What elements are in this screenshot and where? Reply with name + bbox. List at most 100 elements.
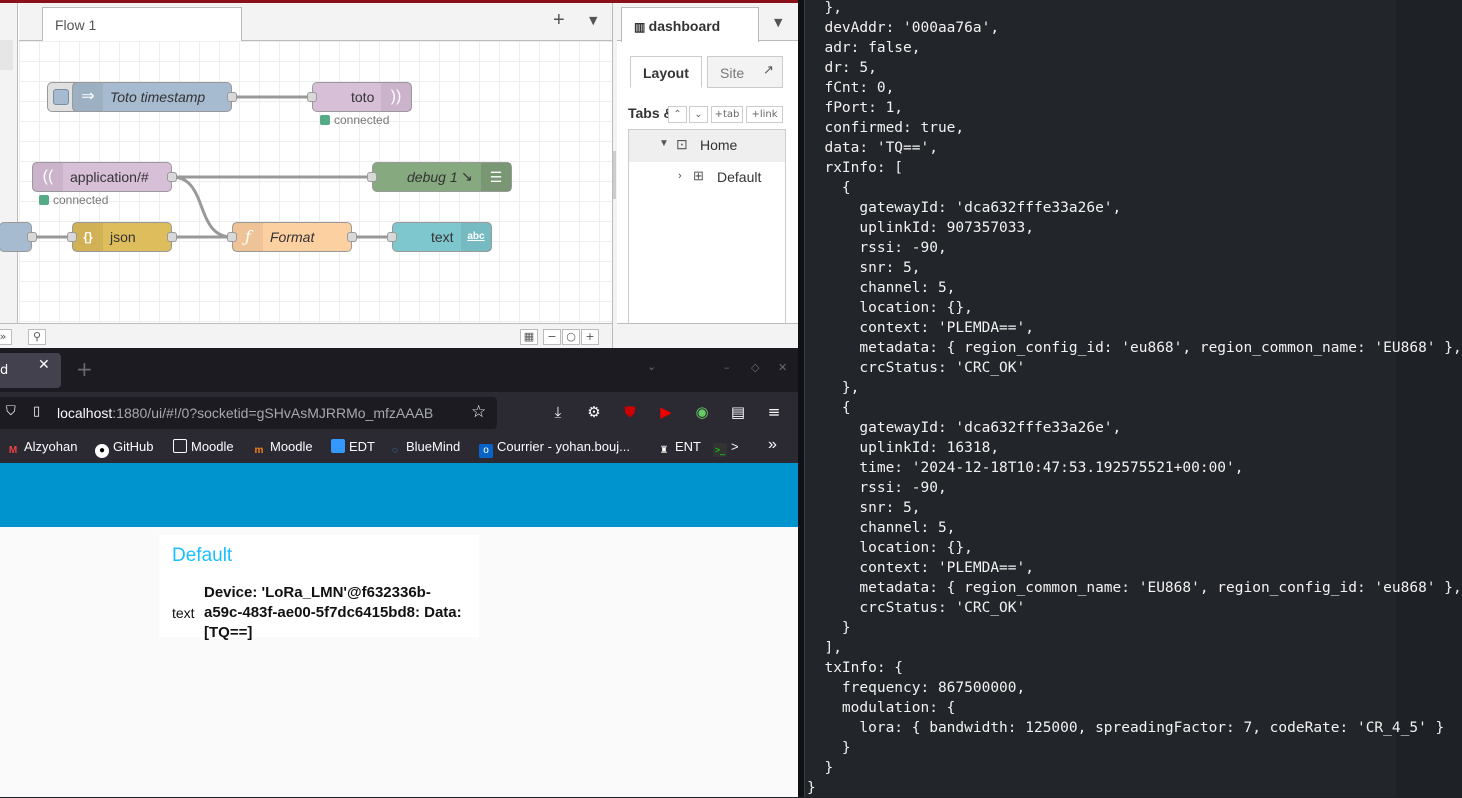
collapse-all-button[interactable]: ⌃ bbox=[668, 106, 687, 123]
node-toto-timestamp[interactable]: ⇒ Toto timestamp bbox=[72, 82, 232, 112]
input-port[interactable] bbox=[227, 232, 237, 242]
widget-value: Device: 'LoRa_LMN'@f632336b-a59c-483f-ae… bbox=[204, 584, 462, 641]
addon-icon[interactable]: ◉ bbox=[695, 403, 709, 421]
tab-dashboard[interactable]: ▥ dashboard bbox=[621, 7, 759, 42]
url-host: localhost bbox=[57, 405, 113, 421]
window-close-icon[interactable]: ✕ bbox=[778, 361, 788, 374]
ent-icon: ♜ bbox=[659, 445, 669, 456]
url-text: localhost:1880/ui/#!/0?socketid=gSHvAsMJ… bbox=[57, 405, 433, 421]
node-offscreen[interactable] bbox=[0, 222, 32, 252]
video-icon[interactable]: ▶ bbox=[660, 403, 672, 421]
ublock-icon[interactable]: ⛊ bbox=[624, 403, 636, 421]
tab-layout[interactable]: Layout bbox=[630, 56, 702, 88]
map-icon[interactable]: ▦ bbox=[520, 329, 538, 345]
bookmark-terminal[interactable]: >_> bbox=[713, 439, 739, 457]
zoom-out-icon[interactable]: − bbox=[543, 329, 561, 345]
input-port[interactable] bbox=[367, 172, 377, 182]
add-link-button[interactable]: +link bbox=[746, 106, 783, 123]
close-icon[interactable]: ✕ bbox=[38, 357, 50, 373]
terminal-line: gatewayId: 'dca632fffe33a26e', bbox=[807, 200, 1122, 216]
bookmark-github[interactable]: ●GitHub bbox=[95, 439, 153, 458]
zoom-in-icon[interactable]: + bbox=[581, 329, 599, 345]
terminal-line: rxInfo: [ bbox=[807, 160, 904, 176]
output-port[interactable] bbox=[347, 232, 357, 242]
output-port[interactable] bbox=[167, 172, 177, 182]
url-bar[interactable]: ⛉ ▯ localhost:1880/ui/#!/0?socketid=gSHv… bbox=[0, 397, 497, 429]
terminal-line: snr: 5, bbox=[807, 500, 921, 516]
terminal[interactable]: }, devAddr: '000aa76a', adr: false, dr: … bbox=[804, 0, 1462, 797]
reader-icon[interactable]: ▤ bbox=[730, 403, 746, 421]
shield-icon[interactable]: ⛉ bbox=[6, 404, 16, 419]
terminal-icon: >_ bbox=[713, 443, 727, 457]
bookmark-moodle-folder[interactable]: Moodle bbox=[173, 439, 234, 454]
terminal-line: gatewayId: 'dca632fffe33a26e', bbox=[807, 420, 1122, 436]
node-debug-1[interactable]: debug 1 ↘ ☰ bbox=[372, 162, 512, 192]
terminal-line: }, bbox=[807, 380, 860, 396]
more-bookmarks-icon[interactable]: » bbox=[768, 436, 777, 453]
node-toto[interactable]: toto )) bbox=[312, 82, 412, 112]
output-port[interactable] bbox=[227, 92, 237, 102]
chevron-down-icon[interactable]: ▼ bbox=[589, 14, 598, 27]
maximize-icon[interactable]: ◇ bbox=[751, 361, 760, 374]
search-icon[interactable]: ⚲ bbox=[28, 329, 46, 345]
output-port[interactable] bbox=[27, 232, 37, 242]
resize-grip[interactable] bbox=[613, 151, 616, 199]
node-status: connected bbox=[39, 193, 108, 207]
tree-label: Home bbox=[700, 137, 738, 153]
bookmark-ent[interactable]: ♜ENT bbox=[657, 439, 701, 458]
bookmark-bluemind[interactable]: ◌BlueMind bbox=[388, 439, 460, 458]
output-port[interactable] bbox=[167, 232, 177, 242]
terminal-line: } bbox=[807, 760, 834, 776]
flow-canvas[interactable]: ⇒ Toto timestamp toto )) connected (( ap… bbox=[0, 41, 612, 323]
expand-all-button[interactable]: ⌄ bbox=[689, 106, 708, 123]
input-port[interactable] bbox=[307, 92, 317, 102]
tab-flow-1[interactable]: Flow 1 bbox=[42, 7, 242, 42]
node-format[interactable]: ƒ Format bbox=[232, 222, 352, 252]
terminal-line: context: 'PLEMDA==', bbox=[807, 320, 1034, 336]
bluemind-icon: ◌ bbox=[392, 445, 398, 456]
minimize-icon[interactable]: – bbox=[724, 361, 730, 374]
plus-icon[interactable]: + bbox=[553, 9, 565, 31]
chevron-icon[interactable]: » bbox=[0, 329, 12, 345]
tab-site[interactable]: Site↗ bbox=[707, 56, 783, 88]
terminal-line: } bbox=[807, 740, 851, 756]
chevron-down-icon[interactable]: ▼ bbox=[774, 16, 783, 29]
node-text[interactable]: text abc bbox=[392, 222, 492, 252]
terminal-line: crcStatus: 'CRC_OK' bbox=[807, 600, 1026, 616]
status-text: connected bbox=[53, 193, 109, 207]
list-icon[interactable]: ☰ bbox=[481, 163, 511, 191]
node-application[interactable]: (( application/# bbox=[32, 162, 172, 192]
browser-tab-active[interactable]: d ✕ bbox=[0, 353, 61, 388]
input-port[interactable] bbox=[67, 232, 77, 242]
tree-item-default[interactable]: › ⊞ Default bbox=[629, 162, 785, 194]
palette-collapsed[interactable] bbox=[0, 3, 18, 348]
page-info-icon[interactable]: ▯ bbox=[33, 404, 41, 419]
wire[interactable] bbox=[171, 175, 233, 239]
sidebar-separator[interactable] bbox=[612, 3, 617, 348]
terminal-line: channel: 5, bbox=[807, 520, 956, 536]
tree-item-home[interactable]: ▼ ⊡ Home bbox=[629, 130, 785, 162]
bookmark-edt[interactable]: EDT bbox=[331, 439, 375, 454]
input-port[interactable] bbox=[387, 232, 397, 242]
terminal-line: data: 'TQ==', bbox=[807, 140, 938, 156]
terminal-line: crcStatus: 'CRC_OK' bbox=[807, 360, 1026, 376]
zoom-reset-icon[interactable]: ○ bbox=[562, 329, 580, 345]
add-tab-button[interactable]: +tab bbox=[711, 106, 743, 123]
menu-icon[interactable]: ≡ bbox=[767, 403, 781, 421]
terminal-line: dr: 5, bbox=[807, 60, 877, 76]
tabs-heading: Tabs & bbox=[628, 105, 674, 121]
download-icon[interactable]: ⤓ bbox=[554, 403, 562, 421]
external-link-icon[interactable]: ↗ bbox=[763, 62, 774, 77]
node-json[interactable]: {} json bbox=[72, 222, 172, 252]
new-tab-icon[interactable]: + bbox=[76, 357, 93, 381]
chevron-down-icon[interactable]: ⌄ bbox=[647, 360, 657, 373]
extensions-icon[interactable]: ⚙ bbox=[587, 403, 601, 421]
chevron-down-icon[interactable]: ▼ bbox=[659, 138, 669, 149]
chevron-right-icon[interactable]: › bbox=[678, 170, 682, 182]
node-label: Format bbox=[270, 229, 315, 245]
braces-icon: {} bbox=[73, 223, 103, 251]
star-icon[interactable]: ☆ bbox=[471, 402, 487, 422]
